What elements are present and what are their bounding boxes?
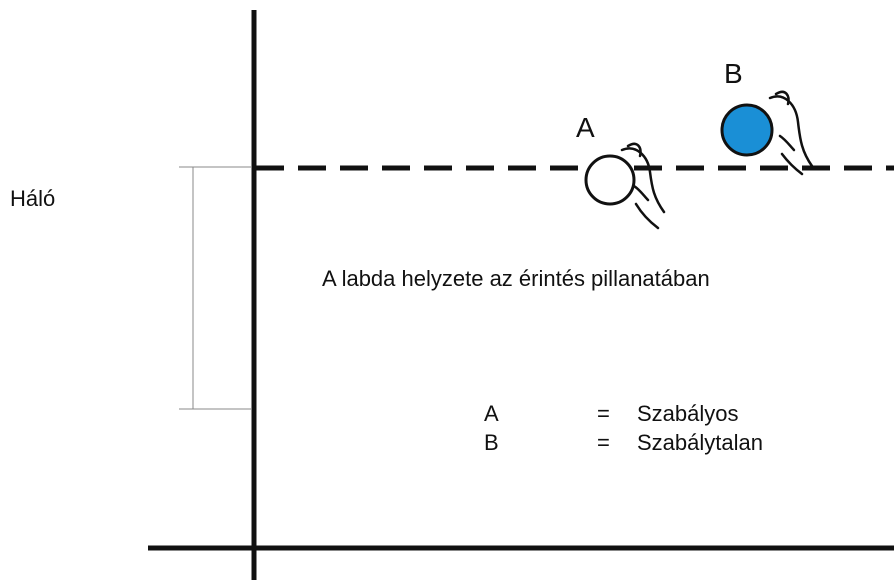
hand-b-icon — [768, 90, 814, 176]
legend-key: B — [484, 430, 499, 455]
legend-equals: = — [597, 401, 610, 426]
net-height-bracket — [179, 166, 252, 410]
legend-value: Szabálytalan — [637, 430, 763, 455]
legend-value: Szabályos — [637, 401, 739, 426]
ball-a-label: A — [576, 112, 595, 143]
hand-a-icon — [620, 142, 666, 230]
legend-equals: = — [597, 430, 610, 455]
diagram-caption: A labda helyzete az érintés pillanatában — [322, 266, 710, 291]
net-label: Háló — [10, 186, 56, 211]
ball-b — [720, 103, 774, 157]
ball-a — [584, 154, 636, 206]
ball-b-label: B — [724, 58, 743, 89]
legend-key: A — [484, 401, 499, 426]
